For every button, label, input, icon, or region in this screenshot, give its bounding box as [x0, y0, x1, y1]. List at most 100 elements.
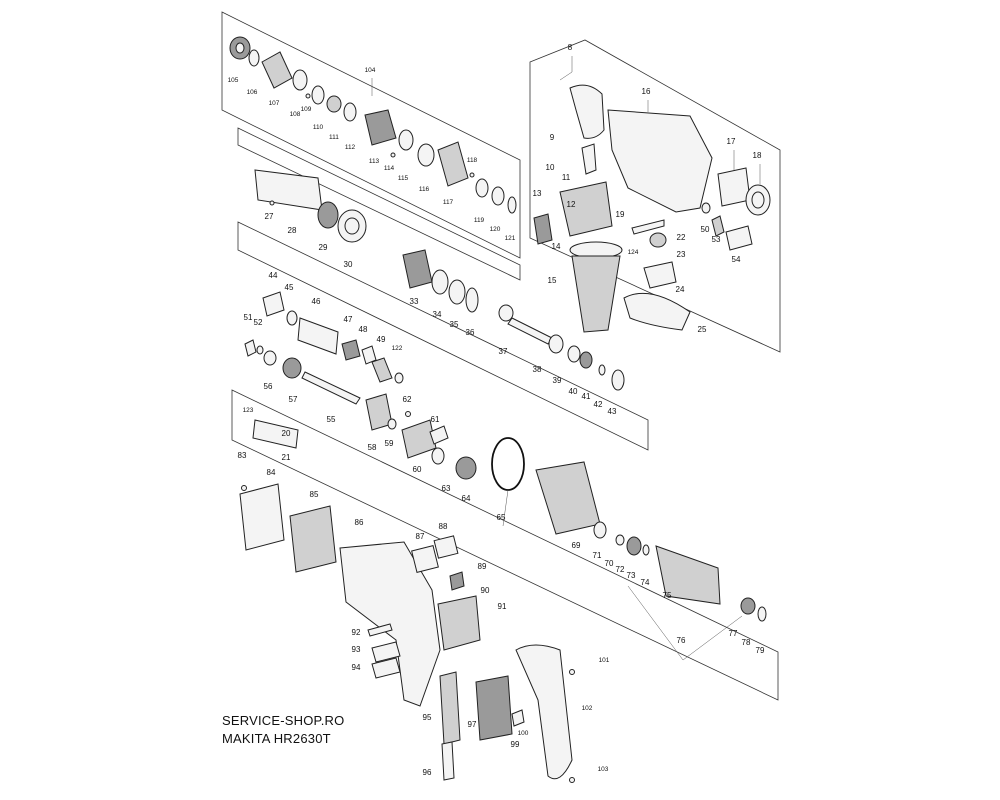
- part-56: [263, 350, 277, 366]
- part-84: [239, 483, 285, 551]
- part-11-12: [559, 181, 613, 237]
- part-label-52: 52: [254, 318, 263, 327]
- part-label-11: 11: [562, 173, 571, 182]
- motor-housing-parts: [239, 461, 767, 783]
- part-44: [262, 291, 285, 317]
- part-label-93: 93: [352, 645, 361, 654]
- part-label-29: 29: [319, 243, 328, 252]
- part-label-8: 8: [568, 43, 573, 52]
- part-42: [598, 364, 606, 376]
- part-label-101: 101: [599, 657, 610, 664]
- part-43: [611, 369, 625, 391]
- part-label-116: 116: [419, 186, 430, 193]
- part-102-handle: [515, 644, 573, 780]
- part-13: [533, 213, 553, 245]
- part-label-39: 39: [553, 376, 562, 385]
- part-17: [717, 167, 751, 207]
- part-label-118: 118: [467, 157, 478, 164]
- part-19-22: [631, 219, 665, 235]
- gear-parts: [244, 249, 625, 480]
- part-label-36: 36: [466, 328, 475, 337]
- part-label-108: 108: [290, 111, 301, 118]
- footer-model-name: MAKITA HR2630T: [222, 731, 331, 746]
- part-34: [431, 269, 449, 295]
- part-106: [248, 49, 260, 67]
- part-18-hole: [751, 191, 765, 209]
- part-37: [498, 304, 514, 322]
- part-label-123: 123: [243, 407, 254, 414]
- part-36: [465, 287, 479, 313]
- part-label-64: 64: [462, 494, 471, 503]
- part-label-34: 34: [433, 310, 442, 319]
- part-label-43: 43: [608, 407, 617, 416]
- part-label-60: 60: [413, 465, 422, 474]
- part-label-20: 20: [282, 429, 291, 438]
- part-label-41: 41: [582, 392, 591, 401]
- part-label-19: 19: [616, 210, 625, 219]
- part-label-117: 117: [443, 199, 454, 206]
- part-38-end: [548, 334, 564, 354]
- part-label-94: 94: [352, 663, 361, 672]
- part-label-115: 115: [398, 175, 409, 182]
- part-label-78: 78: [742, 638, 751, 647]
- part-75-armature: [655, 545, 721, 605]
- part-label-76: 76: [677, 636, 686, 645]
- part-108: [292, 69, 308, 91]
- part-109: [305, 93, 311, 99]
- part-24: [643, 261, 677, 289]
- part-label-62: 62: [403, 395, 412, 404]
- part-label-119: 119: [474, 217, 485, 224]
- part-label-49: 49: [377, 335, 386, 344]
- part-label-37: 37: [499, 347, 508, 356]
- part-46: [297, 317, 339, 355]
- part-label-92: 92: [352, 628, 361, 637]
- part-64: [455, 456, 477, 480]
- part-122: [394, 372, 404, 384]
- footer-shop-name: SERVICE-SHOP.RO: [222, 713, 345, 728]
- part-label-69: 69: [572, 541, 581, 550]
- part-29: [317, 201, 339, 229]
- part-118: [469, 172, 475, 178]
- part-95: [439, 671, 461, 745]
- part-label-61: 61: [431, 415, 440, 424]
- part-105-hole: [235, 42, 245, 54]
- part-97-switch: [475, 675, 513, 741]
- part-label-24: 24: [676, 285, 685, 294]
- part-label-106: 106: [247, 89, 258, 96]
- part-label-17: 17: [727, 137, 736, 146]
- part-label-40: 40: [569, 387, 578, 396]
- part-45: [286, 310, 298, 326]
- part-label-54: 54: [732, 255, 741, 264]
- frame-barrel: [237, 127, 521, 281]
- part-label-58: 58: [368, 443, 377, 452]
- frame-motor-housing: [231, 389, 779, 701]
- part-79: [757, 606, 767, 622]
- part-85-field: [289, 505, 337, 573]
- part-label-85: 85: [310, 490, 319, 499]
- part-label-42: 42: [594, 400, 603, 409]
- part-23: [649, 232, 667, 248]
- part-16-housing: [607, 109, 713, 213]
- part-115: [398, 129, 414, 151]
- part-label-91: 91: [498, 602, 507, 611]
- part-96: [441, 741, 455, 781]
- part-label-74: 74: [641, 578, 650, 587]
- part-62: [405, 411, 411, 417]
- part-116: [417, 143, 435, 167]
- part-110: [311, 85, 325, 105]
- part-99-100: [511, 709, 525, 727]
- part-label-16: 16: [642, 87, 651, 96]
- part-30-hole: [344, 217, 360, 235]
- part-label-18: 18: [753, 151, 762, 160]
- part-28-barrel: [254, 169, 323, 211]
- part-112: [343, 102, 357, 122]
- part-label-88: 88: [439, 522, 448, 531]
- part-label-124: 124: [628, 249, 639, 256]
- part-8-9-band: [569, 84, 605, 139]
- part-69-gear-housing: [535, 461, 601, 535]
- part-label-38: 38: [533, 365, 542, 374]
- part-119: [475, 178, 489, 198]
- part-label-96: 96: [423, 768, 432, 777]
- part-89: [449, 571, 465, 591]
